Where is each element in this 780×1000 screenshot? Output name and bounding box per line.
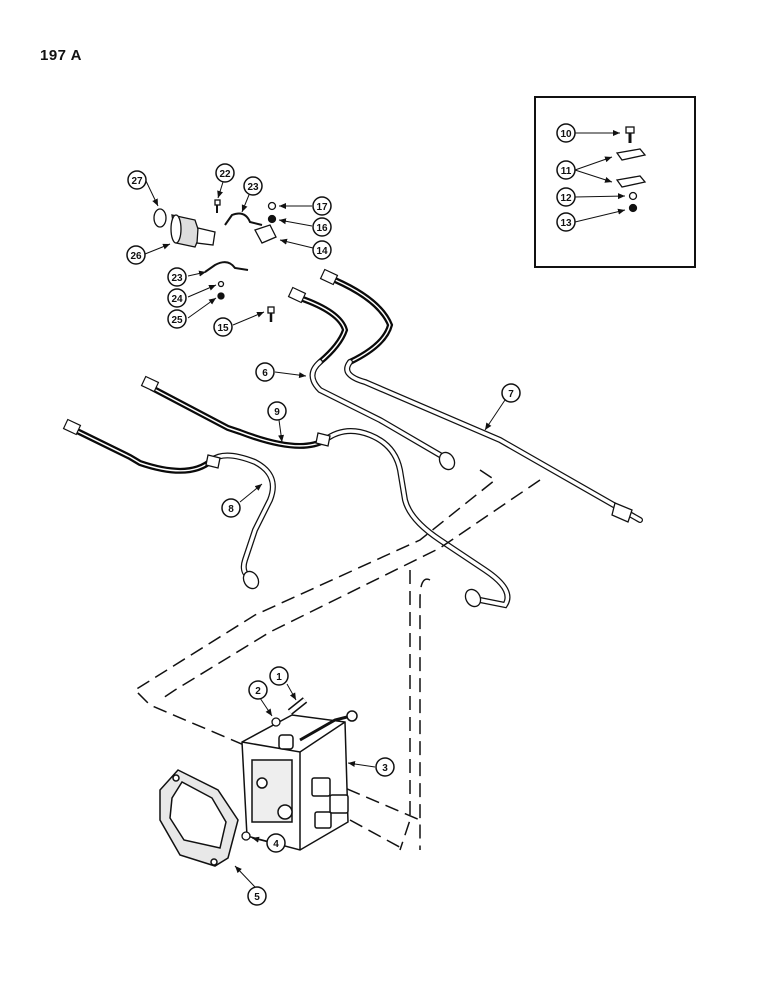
svg-text:26: 26: [130, 251, 142, 262]
callout-12: 12: [556, 187, 576, 207]
callout-3: 3: [375, 757, 395, 777]
svg-text:4: 4: [273, 839, 279, 850]
svg-text:8: 8: [228, 504, 234, 515]
svg-text:5: 5: [254, 892, 260, 903]
callout-2: 2: [248, 680, 268, 700]
washer-4: [241, 831, 251, 841]
hydraulic-hoses: [72, 277, 394, 474]
routing-dashed-lines: [133, 469, 541, 851]
svg-text:11: 11: [561, 166, 572, 177]
bolt-and-washer: [271, 697, 308, 727]
svg-text:17: 17: [316, 202, 328, 213]
callout-22: 22: [215, 163, 235, 183]
svg-text:24: 24: [171, 294, 183, 305]
callout-25: 25: [167, 309, 187, 329]
svg-text:6: 6: [262, 368, 268, 379]
svg-text:3: 3: [382, 763, 388, 774]
callout-8: 8: [221, 498, 241, 518]
cluster-leaders: [144, 180, 314, 326]
svg-text:2: 2: [255, 686, 261, 697]
svg-text:15: 15: [217, 323, 229, 334]
callout-1: 1: [269, 666, 289, 686]
callout-9: 9: [267, 401, 287, 421]
callout-16: 16: [312, 217, 332, 237]
svg-text:22: 22: [219, 169, 231, 180]
callout-4: 4: [266, 833, 286, 853]
svg-text:9: 9: [274, 407, 280, 418]
svg-text:1: 1: [276, 672, 282, 683]
callout-5: 5: [247, 886, 267, 906]
svg-text:23: 23: [171, 273, 183, 284]
callout-13: 13: [556, 212, 576, 232]
svg-text:7: 7: [508, 389, 514, 400]
lower-leaders: [234, 371, 506, 888]
gasket: [159, 769, 239, 867]
inset-frame: [534, 96, 696, 268]
hose-fittings-cluster: [153, 199, 277, 322]
steel-tubes: [209, 359, 643, 609]
callout-10: 10: [556, 123, 576, 143]
callout-23-upper: 23: [243, 176, 263, 196]
svg-text:23: 23: [247, 182, 259, 193]
callout-23-lower: 23: [167, 267, 187, 287]
control-valve-body: [241, 710, 358, 851]
callout-11: 11: [556, 160, 576, 180]
callout-14: 14: [312, 240, 332, 260]
callout-24: 24: [167, 288, 187, 308]
svg-text:14: 14: [316, 246, 328, 257]
tube-nuts: [205, 432, 633, 608]
callout-27: 27: [127, 170, 147, 190]
svg-text:16: 16: [316, 223, 328, 234]
callout-15: 15: [213, 317, 233, 337]
callout-26: 26: [126, 245, 146, 265]
svg-text:12: 12: [560, 193, 572, 204]
svg-text:13: 13: [560, 218, 572, 229]
page-number: 197 A: [40, 47, 82, 64]
callout-7: 7: [501, 383, 521, 403]
svg-text:25: 25: [171, 315, 183, 326]
svg-text:10: 10: [560, 129, 572, 140]
callout-6: 6: [255, 362, 275, 382]
inset-parts: [615, 126, 647, 213]
callout-17: 17: [312, 196, 332, 216]
inset-leaders: [574, 130, 626, 223]
svg-text:27: 27: [131, 176, 143, 187]
hose-end-fittings: [62, 268, 339, 436]
